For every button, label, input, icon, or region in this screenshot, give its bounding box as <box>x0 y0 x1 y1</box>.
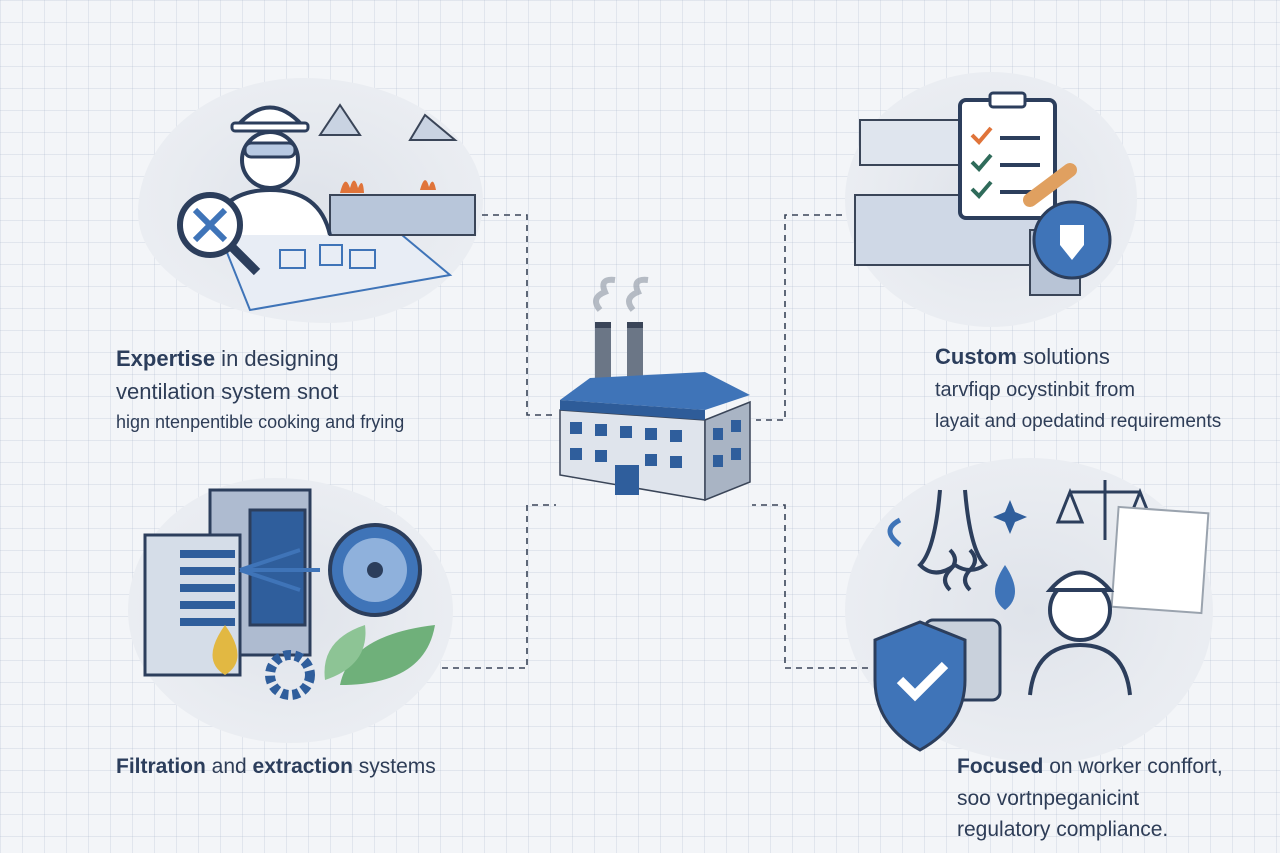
extraction-heading: extraction <box>252 755 353 778</box>
expertise-line2: ventilation system snot <box>116 379 339 404</box>
focused-line3: regulatory compliance. <box>957 818 1169 841</box>
kitchen-checklist-illustration <box>854 91 1112 296</box>
connector-expertise <box>482 214 556 416</box>
flame-icon <box>340 180 364 193</box>
custom-line1: solutions <box>1016 344 1110 369</box>
focused-heading: Focused <box>957 755 1044 778</box>
filtration-and: and <box>205 755 253 778</box>
custom-text: Custom solutions tarvfiqp ocystinbit fro… <box>935 344 1222 432</box>
connector-filtration <box>442 504 556 669</box>
leaf-icon <box>340 625 435 685</box>
filtration-text: Filtration and extraction systems <box>116 755 436 779</box>
scales-icon <box>1055 480 1155 540</box>
expertise-text: Expertise in designing ventilation syste… <box>116 346 405 432</box>
gear-icon <box>265 650 315 700</box>
custom-line2: tarvfiqp ocystinbit from <box>935 379 1136 401</box>
focused-text: Focused on worker conffort, soo vortnpeg… <box>957 756 1223 840</box>
worker-comfort-illustration <box>873 480 1210 752</box>
filtration-illustration <box>143 488 435 700</box>
connector-focused <box>752 504 868 669</box>
oil-drop-icon <box>212 625 238 675</box>
focused-line2: soo vortnpeganicint <box>957 787 1140 810</box>
filtration-rest: systems <box>352 755 436 778</box>
focused-line1: on worker conffort, <box>1043 755 1223 778</box>
water-drop-icon <box>995 565 1015 610</box>
connector-custom <box>756 214 842 421</box>
expertise-line1: in designing <box>215 346 339 371</box>
custom-line3: layait and opedatind requirements <box>935 411 1222 432</box>
expertise-line3: hign ntenpentible cooking and frying <box>116 412 405 432</box>
expertise-heading: Expertise <box>116 346 216 371</box>
factory-icon <box>559 276 751 502</box>
filtration-heading: Filtration <box>116 755 206 778</box>
custom-heading: Custom <box>935 344 1017 369</box>
sparkle-icon <box>993 500 1027 534</box>
engineer-kitchen-illustration <box>177 103 476 312</box>
